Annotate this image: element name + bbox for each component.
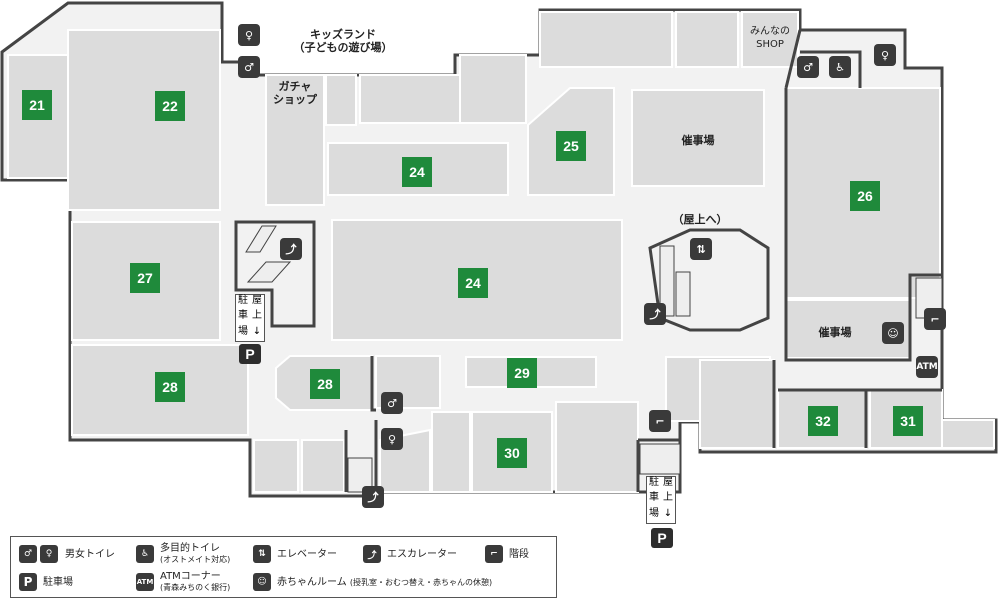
parking-sign-char: ↓ — [252, 325, 262, 337]
wheelchair-icon: ♿ — [136, 545, 154, 563]
legend-multi-toilet-text: 多目的トイレ — [160, 543, 220, 554]
unit-24a-label: 24 — [402, 157, 432, 187]
stair-hatches — [245, 225, 943, 493]
restroom-icon: ♂ — [797, 56, 819, 78]
unit-31-label: 31 — [893, 406, 923, 436]
unit-28b-label: 28 — [310, 369, 340, 399]
unit-gacha-area — [265, 74, 325, 206]
wheelchair-icon: ♿ — [829, 56, 851, 78]
parking-sign-char: 車 — [649, 492, 659, 504]
atm-icon: ATM — [136, 573, 154, 591]
parking-sign-char: 屋 — [663, 477, 673, 488]
atm-icon: ATM — [916, 356, 938, 378]
unit-27-label: 27 — [130, 263, 160, 293]
parking-sign-left: 駐 屋 車 上 場 ↓ — [235, 294, 265, 342]
legend-baby-note: (授乳室・おむつ替え・赤ちゃんの休憩) — [349, 578, 493, 587]
unit-kids-area — [325, 74, 357, 126]
parking-sign-char: 車 — [238, 310, 248, 322]
unit-30-label: 30 — [497, 438, 527, 468]
unit-25-label: 25 — [556, 131, 586, 161]
legend-elevator: エレベーター — [277, 549, 337, 560]
parking-sign-char: 駐 — [649, 477, 659, 488]
parking-sign-char: ↓ — [663, 507, 673, 519]
parking-sign-char: 屋 — [252, 295, 262, 306]
unit-29-label: 29 — [507, 358, 537, 388]
legend-parking: 駐車場 — [43, 577, 73, 588]
unit-22-label: 22 — [155, 91, 185, 121]
event-hall-right-label: 催事場 — [818, 326, 852, 339]
parking-icon: P — [239, 344, 261, 364]
restroom-icon: ♀ — [40, 545, 58, 563]
elevator-icon: ⇅ — [253, 545, 271, 563]
parking-icon: P — [19, 573, 37, 591]
unit-32-label: 32 — [808, 406, 838, 436]
restroom-icon: ♂ — [381, 392, 403, 414]
legend-atm-text: ATMコーナー — [160, 571, 221, 582]
parking-icon: P — [651, 528, 673, 548]
minna-shop-label: みんなの SHOP — [750, 26, 790, 50]
event-hall-top-label: 催事場 — [681, 134, 715, 147]
legend-multi-toilet-note: (オストメイト対応) — [160, 555, 231, 564]
event-hall-top-area — [631, 89, 765, 187]
unit-22-area — [67, 29, 221, 211]
legend-atm-note: (青森みちのく銀行) — [160, 583, 231, 592]
escalator-icon: ⤴ — [363, 545, 381, 563]
legend-atm: ATMコーナー (青森みちのく銀行) — [160, 571, 230, 593]
escalator-icon: ⤴ — [644, 303, 666, 325]
baby-icon: ☺ — [882, 322, 904, 344]
restroom-icon: ♀ — [381, 428, 403, 450]
unit-26-label: 26 — [850, 181, 880, 211]
baby-icon: ☺ — [253, 573, 271, 591]
restroom-icon: ♀ — [874, 44, 896, 66]
parking-sign-char: 場 — [649, 507, 659, 519]
stairs-icon: ⌐ — [485, 545, 503, 563]
parking-sign-char: 駐 — [238, 295, 248, 306]
escalator-icon: ⤴ — [362, 486, 384, 508]
stairs-icon: ⌐ — [924, 308, 946, 330]
legend-escalator: エスカレーター — [387, 549, 457, 560]
legend-multi-toilet: 多目的トイレ (オストメイト対応) — [160, 543, 230, 565]
restroom-icon: ♂ — [238, 56, 260, 78]
parking-sign-char: 上 — [252, 310, 262, 322]
unit-28a-label: 28 — [155, 372, 185, 402]
elevator-icon: ⇅ — [690, 238, 712, 260]
legend-restroom: 男女トイレ — [65, 549, 115, 560]
legend-baby: 赤ちゃんルーム (授乳室・おむつ替え・赤ちゃんの休憩) — [277, 577, 492, 588]
unit-21-label: 21 — [22, 90, 52, 120]
escalator-icon: ⤴ — [280, 238, 302, 260]
stairs-icon: ⌐ — [649, 410, 671, 432]
shop-blocks — [7, 11, 995, 493]
kids-land-label: キッズランド （子どもの遊び場） — [293, 28, 393, 54]
restroom-icon: ♂ — [19, 545, 37, 563]
map-legend: ♂ ♀ 男女トイレ ♿ 多目的トイレ (オストメイト対応) ⇅ エレベーター ⤴… — [10, 536, 557, 598]
unit-24b-label: 24 — [458, 268, 488, 298]
parking-sign-char: 場 — [238, 325, 248, 337]
rooftop-label: （屋上へ） — [672, 213, 728, 226]
parking-sign-right: 駐 屋 車 上 場 ↓ — [646, 476, 676, 524]
gacha-shop-label: ガチャ ショップ — [273, 80, 317, 106]
legend-stairs: 階段 — [509, 549, 529, 560]
parking-sign-char: 上 — [663, 492, 673, 504]
inner-walls — [234, 29, 942, 492]
restroom-icon: ♀ — [238, 24, 260, 46]
legend-baby-text: 赤ちゃんルーム — [277, 577, 347, 588]
